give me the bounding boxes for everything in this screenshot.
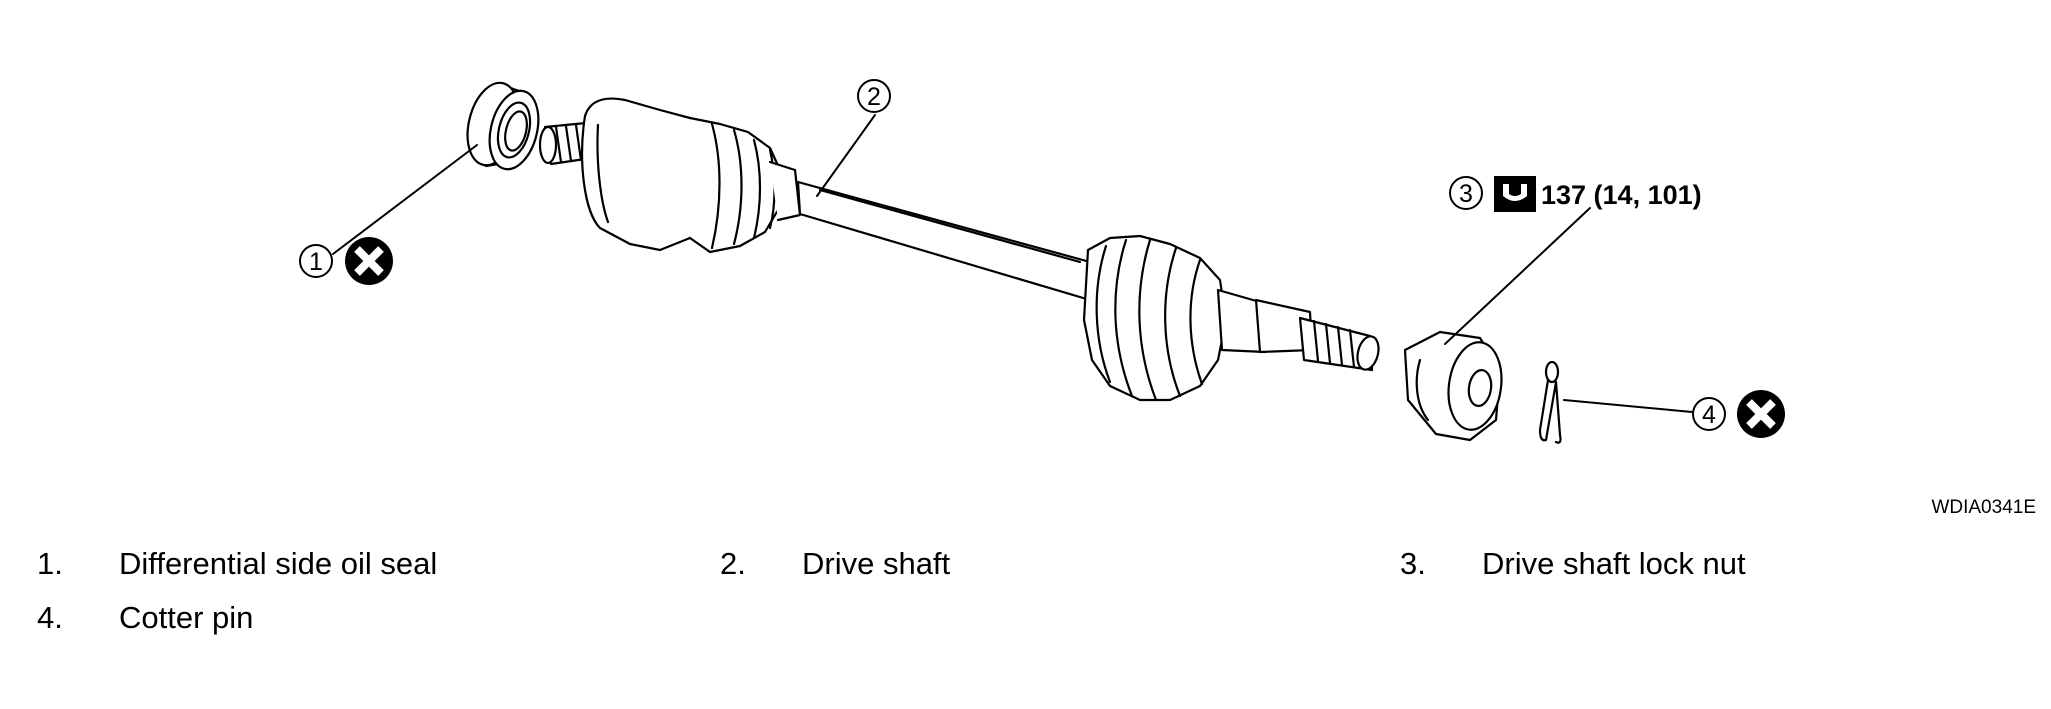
legend-number: 3. bbox=[1400, 546, 1426, 581]
callout-1: 1 bbox=[299, 237, 393, 285]
callout-3: 3 137 (14, 101) bbox=[1449, 176, 1702, 212]
cotter-pin-part bbox=[1538, 360, 1562, 444]
callout-4: 4 bbox=[1692, 390, 1785, 438]
parts-legend: 1. Differential side oil seal 2. Drive s… bbox=[0, 536, 2051, 686]
figure-id: WDIA0341E bbox=[1931, 497, 2036, 518]
oil-seal-part bbox=[466, 81, 540, 171]
legend-number: 4. bbox=[37, 600, 63, 635]
replace-mark-icon bbox=[345, 237, 393, 285]
callout-2-number: 2 bbox=[867, 83, 881, 111]
callout-3-number: 3 bbox=[1459, 180, 1473, 208]
drive-shaft-part bbox=[538, 97, 1380, 402]
replace-mark-icon bbox=[1737, 390, 1785, 438]
torque-spec: 137 (14, 101) bbox=[1541, 180, 1702, 210]
callout-2: 2 bbox=[857, 79, 891, 113]
legend-label: Cotter pin bbox=[119, 600, 254, 635]
legend-label: Drive shaft bbox=[802, 546, 951, 581]
drive-shaft-exploded-diagram: 1 2 3 137 (14, 101) 4 WDIA0341E bbox=[299, 79, 2036, 518]
callout-1-number: 1 bbox=[309, 248, 323, 276]
lock-nut-part bbox=[1403, 330, 1503, 442]
legend-number: 2. bbox=[720, 546, 746, 581]
legend-label: Drive shaft lock nut bbox=[1482, 546, 1746, 581]
torque-wrench-icon bbox=[1494, 176, 1536, 212]
legend-number: 1. bbox=[37, 546, 63, 581]
legend-label: Differential side oil seal bbox=[119, 546, 438, 581]
callout-4-number: 4 bbox=[1702, 401, 1716, 429]
leader-lines bbox=[332, 114, 1693, 413]
